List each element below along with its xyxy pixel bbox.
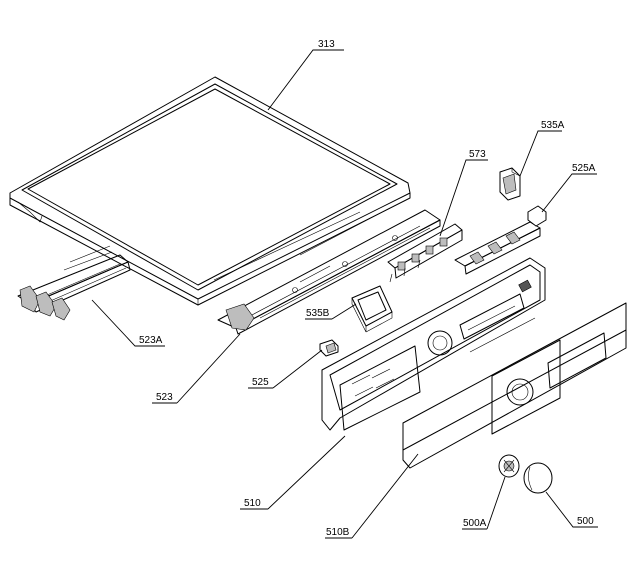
callout-523: 523 xyxy=(156,392,173,403)
leader-313 xyxy=(267,49,344,111)
part-523-right-rail xyxy=(217,209,441,335)
leader-lines xyxy=(91,49,598,539)
callout-510b: 510B xyxy=(326,527,350,538)
leader-510b xyxy=(325,453,419,539)
callout-500a: 500A xyxy=(463,518,487,529)
part-313-top-cover xyxy=(9,76,411,306)
callout-525: 525 xyxy=(252,377,269,388)
callout-573: 573 xyxy=(469,149,486,160)
part-500-knob xyxy=(523,462,553,494)
callout-525a: 525A xyxy=(572,163,596,174)
callout-313: 313 xyxy=(318,39,335,50)
part-535b-frame xyxy=(351,285,393,333)
leader-500a xyxy=(462,476,506,530)
leader-523a xyxy=(91,299,165,347)
part-523a-left-rail xyxy=(17,245,131,321)
part-525a-connector-row xyxy=(454,205,547,275)
leader-500 xyxy=(545,491,598,528)
leader-573 xyxy=(439,159,488,237)
leader-535a xyxy=(519,130,562,177)
part-510-control-panel xyxy=(321,257,546,431)
part-535a-bracket xyxy=(499,167,521,201)
part-573-connector-strip xyxy=(387,223,463,283)
callout-510: 510 xyxy=(244,498,261,509)
part-500a-knob-base xyxy=(498,454,520,478)
callout-500: 500 xyxy=(577,516,594,527)
leader-523 xyxy=(152,333,241,404)
callout-labels: 313 535A 573 525A 523A 535B 525 523 510 … xyxy=(139,39,596,538)
leader-510 xyxy=(240,435,346,510)
part-510b-front-fascia xyxy=(402,302,627,469)
part-525-cap xyxy=(319,339,339,357)
leader-535b xyxy=(305,303,357,320)
leader-525 xyxy=(248,349,323,389)
callout-535b: 535B xyxy=(306,308,330,319)
leader-525a xyxy=(541,173,597,213)
callout-523a: 523A xyxy=(139,335,163,346)
callout-535a: 535A xyxy=(541,120,565,131)
